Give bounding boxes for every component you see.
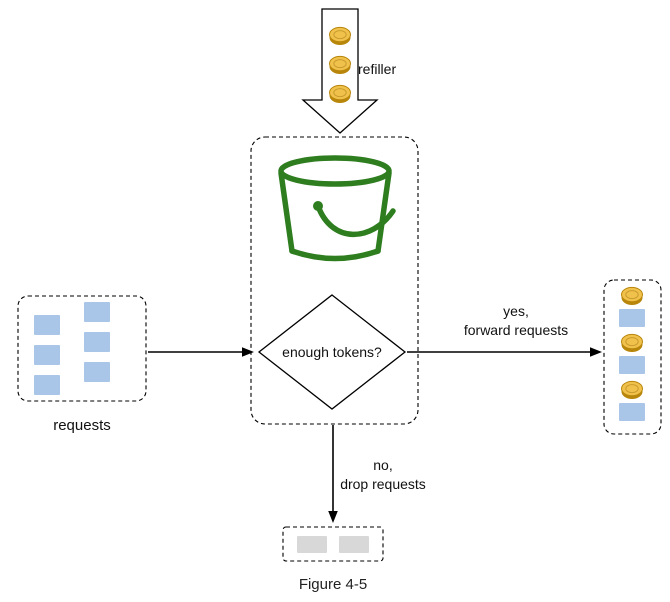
coin-icon [329, 55, 351, 75]
forwarded-box [603, 279, 662, 435]
refiller-label: refiller [358, 61, 396, 77]
request-square-icon [84, 362, 110, 382]
dropped-square-icon [339, 536, 369, 553]
decision-label: enough tokens? [282, 344, 382, 360]
request-square-icon [619, 309, 645, 327]
request-square-icon [619, 403, 645, 421]
request-square-icon [619, 356, 645, 374]
coin-icon [329, 26, 351, 46]
dropped-box [282, 526, 384, 562]
requests-label: requests [53, 417, 111, 434]
no-label-line1: no, [373, 457, 392, 473]
coin-icon [621, 333, 643, 353]
request-square-icon [34, 375, 60, 395]
bucket-container-box [250, 136, 419, 425]
bucket-icon [278, 155, 396, 262]
coin-icon [621, 286, 643, 306]
arrow-no-branch [328, 425, 338, 523]
arrow-yes-branch [407, 347, 602, 357]
decision-diamond [257, 294, 407, 410]
request-square-icon [34, 345, 60, 365]
request-square-icon [34, 315, 60, 335]
figure-caption: Figure 4-5 [299, 576, 367, 593]
yes-label-line1: yes, [503, 303, 529, 319]
yes-label-line2: forward requests [464, 322, 568, 338]
request-square-icon [84, 332, 110, 352]
coin-icon [329, 84, 351, 104]
dropped-square-icon [297, 536, 327, 553]
no-label-line2: drop requests [340, 476, 426, 492]
coin-icon [621, 380, 643, 400]
arrow-requests-to-decision [148, 347, 254, 357]
request-square-icon [84, 302, 110, 322]
